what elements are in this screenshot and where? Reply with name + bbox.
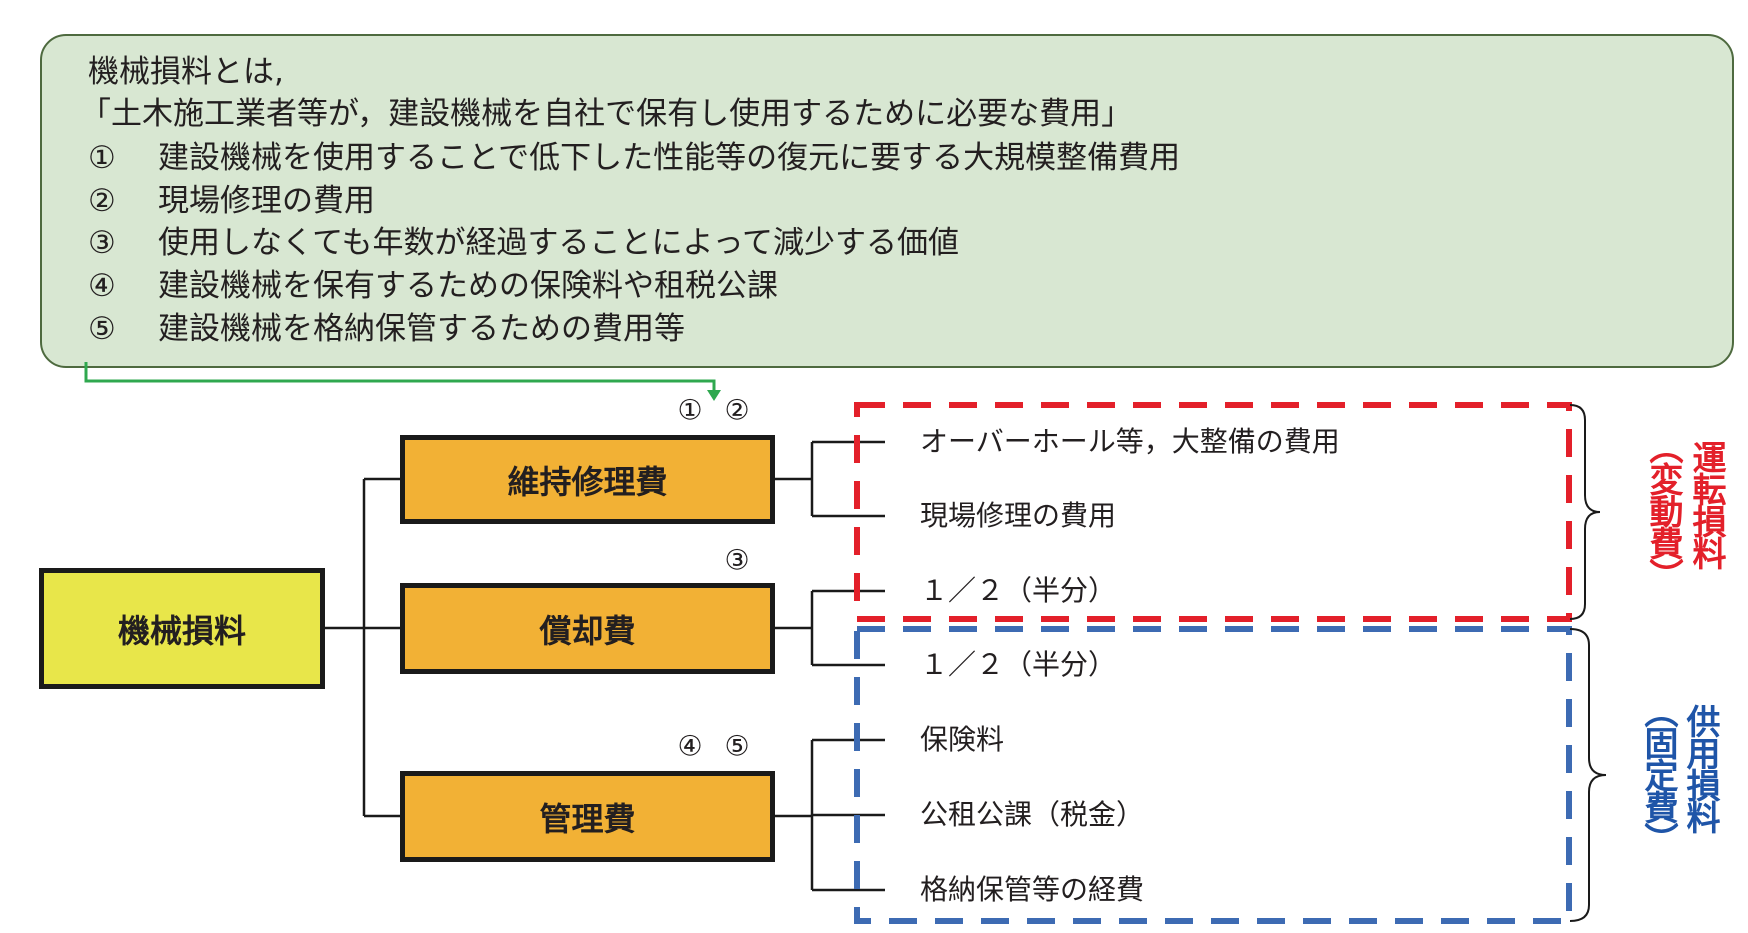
ref-number: ④ — [677, 729, 703, 763]
item-text: 建設機械を使用することで低下した性能等の復元に要する大規模整備費用 — [158, 140, 1181, 176]
ref-number: ① — [677, 393, 703, 427]
definition-item: ② 現場修理の費用 — [88, 181, 375, 221]
category-box-depreciation: 償却費 — [400, 583, 775, 674]
fixed-cost-dashed-box — [854, 626, 1572, 924]
root-box-machine-cost: 機械損料 — [39, 568, 325, 689]
ref-number: ③ — [724, 543, 750, 577]
cost-item: 格納保管等の経費 — [920, 873, 1145, 906]
category-box-maintenance: 維持修理費 — [400, 435, 775, 524]
definition-box — [40, 34, 1734, 368]
green-arrow-head — [707, 390, 721, 401]
variable-cost-title: 運転損料 — [1686, 440, 1726, 568]
item-number: ⑤ — [88, 311, 116, 347]
definition-quote: 「土木施工業者等が，建設機械を自社で保有し使用するために必要な費用」 — [80, 96, 1133, 132]
cost-item: 現場修理の費用 — [920, 499, 1117, 532]
item-number: ② — [88, 183, 116, 219]
item-text: 建設機械を保有するための保険料や租税公課 — [158, 268, 778, 304]
fixed-cost-subtitle: （固定費） — [1638, 694, 1678, 854]
fixed-brace — [1569, 628, 1607, 922]
cost-item: 保険料 — [920, 723, 1005, 756]
definition-item: ③ 使用しなくても年数が経過することによって減少する価値 — [88, 223, 959, 263]
item-text: 現場修理の費用 — [158, 183, 375, 219]
ref-number: ② — [724, 393, 750, 427]
variable-cost-subtitle: （変動費） — [1643, 430, 1683, 590]
tree-lines — [325, 440, 885, 892]
variable-brace — [1569, 404, 1601, 620]
definition-item: ⑤ 建設機械を格納保管するための費用等 — [88, 309, 685, 349]
cost-item: オーバーホール等，大整備の費用 — [920, 425, 1340, 458]
definition-intro: 機械損料とは, — [88, 54, 284, 90]
cost-item: １／２（半分） — [920, 648, 1117, 681]
item-text: 使用しなくても年数が経過することによって減少する価値 — [158, 225, 960, 261]
item-number: ③ — [88, 225, 116, 261]
green-arrow-line — [84, 362, 716, 392]
ref-number: ⑤ — [724, 729, 750, 763]
definition-item: ④ 建設機械を保有するための保険料や租税公課 — [88, 266, 778, 306]
definition-item: ① 建設機械を使用することで低下した性能等の復元に要する大規模整備費用 — [88, 138, 1180, 178]
item-number: ④ — [88, 268, 116, 304]
fixed-cost-title: 供用損料 — [1680, 704, 1720, 832]
item-number: ① — [88, 140, 116, 176]
cost-item: 公租公課（税金） — [920, 798, 1145, 831]
category-box-management: 管理費 — [400, 771, 775, 862]
cost-item: １／２（半分） — [920, 574, 1117, 607]
item-text: 建設機械を格納保管するための費用等 — [158, 311, 685, 347]
